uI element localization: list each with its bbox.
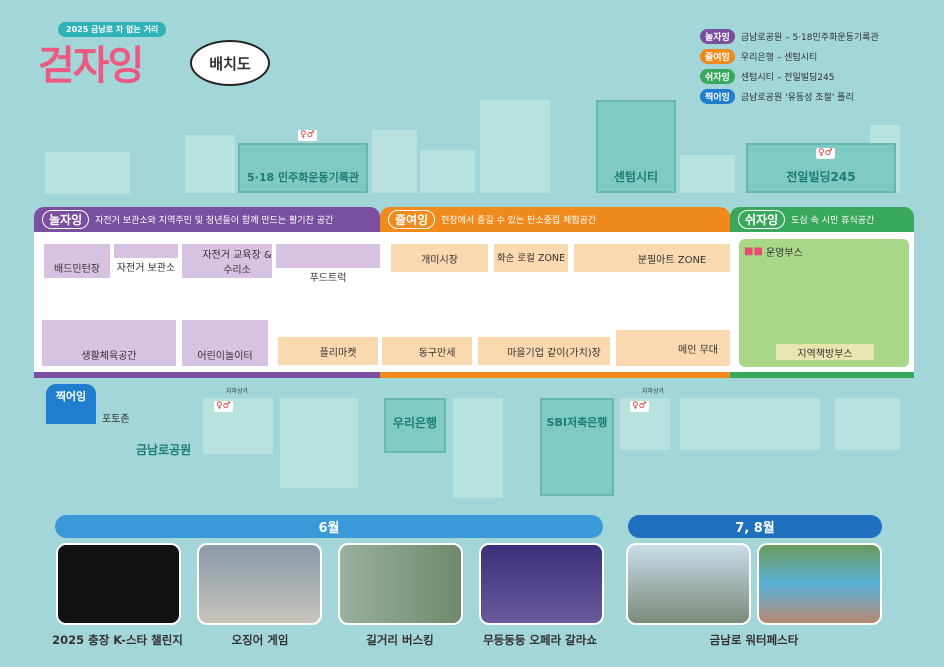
playground: 어린이놀이터 — [182, 320, 268, 366]
restroom-icon: ♀♂ — [630, 401, 649, 412]
badminton: 배드민턴장 — [44, 244, 110, 278]
logo: 걷자잉 — [38, 43, 144, 89]
restroom-icon: ♀♂ — [298, 130, 317, 141]
local-bookstore-booth: 지역책방부스 — [776, 344, 874, 360]
bike-repair: 자전거 교육장 &수리소 — [182, 244, 272, 278]
flea-market: 플리마켓 — [278, 337, 378, 365]
booth-icon: ■■ — [744, 245, 763, 257]
village-market: 마을기업 같이(가치)장 — [478, 337, 610, 365]
caption: 길거리 버스킹 — [366, 633, 434, 647]
bike-storage: 자전거 보관소 — [114, 244, 178, 278]
sports-area: 생활체육공간 — [42, 320, 176, 366]
month-jul-aug: 7, 8월 — [628, 515, 882, 538]
operation-booth: ■■운영부스 — [744, 245, 803, 259]
caption: 오징어 게임 — [231, 633, 289, 647]
photo-kstar — [56, 543, 181, 625]
photo-squid-game — [197, 543, 322, 625]
hwasun-local-zone: 화순 로컬 ZONE — [494, 244, 568, 272]
caption: 무등둥둥 오페라 갈라쇼 — [483, 633, 597, 647]
caption: 금남로 워터페스타 — [709, 633, 799, 647]
park-label: 금남로공원 — [136, 443, 192, 457]
restroom-icon: ♀♂ — [816, 148, 835, 159]
speech-bubble: 배치도 — [190, 40, 270, 86]
underground-label: 지하상가 — [226, 388, 249, 395]
photo-opera — [479, 543, 604, 625]
building-518: 5·18 민주화운동기록관 — [238, 143, 368, 193]
main-stage: 메인 무대 — [616, 330, 730, 366]
building-woori: 우리은행 — [384, 398, 446, 453]
photo-zone-tag: 찍어잉 — [46, 384, 96, 424]
underground-label: 지하상가 — [642, 388, 665, 395]
photo-water-2 — [757, 543, 882, 625]
caption: 2025 충장 K-스타 챌린지 — [52, 633, 183, 647]
building-sbi: SBI저축은행 — [540, 398, 614, 496]
restroom-icon: ♀♂ — [214, 401, 233, 412]
photo-zone-label: 포토존 — [102, 414, 130, 425]
gaemi-market: 개미시장 — [391, 244, 488, 272]
food-truck: 푸드트럭 — [276, 244, 380, 284]
chalk-art-zone: 분필아트 ZONE — [574, 244, 730, 272]
donggu-manse: 동구만세 — [382, 337, 472, 365]
month-june: 6월 — [55, 515, 603, 538]
subtitle-pill: 2025 금남로 차 없는 거리 — [58, 22, 167, 37]
building-centum: 센텀시티 — [596, 100, 676, 193]
photo-busking — [338, 543, 463, 625]
photo-water-1 — [626, 543, 751, 625]
